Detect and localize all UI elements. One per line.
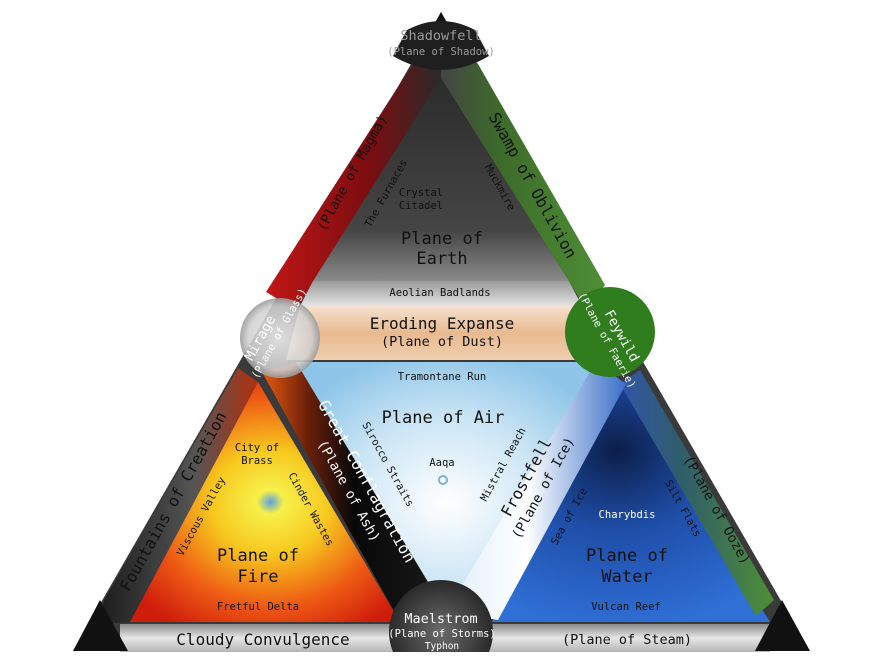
- charybdis-label: Charybdis: [599, 509, 656, 521]
- plane-of-earth-title-1: Plane of: [401, 229, 483, 249]
- city-of-brass-line2: Brass: [241, 455, 273, 467]
- shadowfell-sub: (Plane of Shadow): [387, 46, 494, 58]
- frame-cover-bottom: [0, 652, 885, 664]
- plane-of-fire-title-1: Plane of: [217, 546, 299, 566]
- plane-of-water-title-1: Plane of: [586, 546, 668, 566]
- maelstrom-circle: [389, 580, 493, 664]
- plane-of-fire-region: [130, 382, 400, 622]
- vulcan-reef-label: Vulcan Reef: [591, 601, 661, 613]
- corner-bottom-left: [73, 600, 128, 651]
- maelstrom-label: Maelstrom: [404, 611, 477, 627]
- tramontane-run-label: Tramontane Run: [398, 371, 487, 383]
- aaqa-label: Aaqa: [429, 457, 454, 469]
- plane-of-air-title: Plane of Air: [382, 408, 505, 428]
- mirage-circle: [240, 298, 320, 378]
- plane-of-steam-label: (Plane of Steam): [562, 632, 692, 648]
- city-of-brass-line1: City of: [235, 442, 279, 454]
- plane-of-water-region: [492, 384, 770, 622]
- corner-top-arc: [393, 21, 489, 70]
- plane-of-ooze-band: [620, 370, 774, 616]
- frostfell-band: [446, 362, 626, 620]
- shadowfell-label: Shadowfell: [400, 28, 481, 44]
- fretful-delta-label: Fretful Delta: [217, 601, 299, 613]
- feywild-circle: [565, 287, 655, 377]
- aeolian-badlands-band: [300, 281, 582, 306]
- plane-of-water-title-2: Water: [601, 567, 652, 587]
- crystal-citadel-line2: Citadel: [399, 200, 443, 212]
- aaqa-marker: [438, 475, 448, 485]
- eroding-expanse-label: Eroding Expanse: [370, 314, 515, 333]
- plane-of-earth-region: [313, 78, 569, 281]
- typhon-label: Typhon: [425, 641, 459, 652]
- plane-of-fire-title-2: Fire: [238, 567, 279, 587]
- crystal-citadel-line1: Crystal: [399, 187, 443, 199]
- plane-of-earth-title-2: Earth: [416, 249, 467, 269]
- cloudy-convulgence-label: Cloudy Convulgence: [176, 630, 349, 649]
- eroding-expanse-band: [286, 306, 596, 360]
- plane-of-storms-label: (Plane of Storms): [388, 628, 495, 640]
- fountains-of-creation-band: [100, 368, 258, 624]
- plane-of-air-region: [296, 362, 596, 618]
- great-conflagration-band: [262, 362, 446, 622]
- aeolian-badlands-label: Aeolian Badlands: [389, 287, 490, 299]
- plane-of-dust-label: (Plane of Dust): [381, 334, 503, 350]
- corner-bottom-right: [755, 600, 810, 651]
- swamp-of-oblivion-band: [441, 20, 605, 310]
- plane-of-magma-band: [266, 20, 441, 310]
